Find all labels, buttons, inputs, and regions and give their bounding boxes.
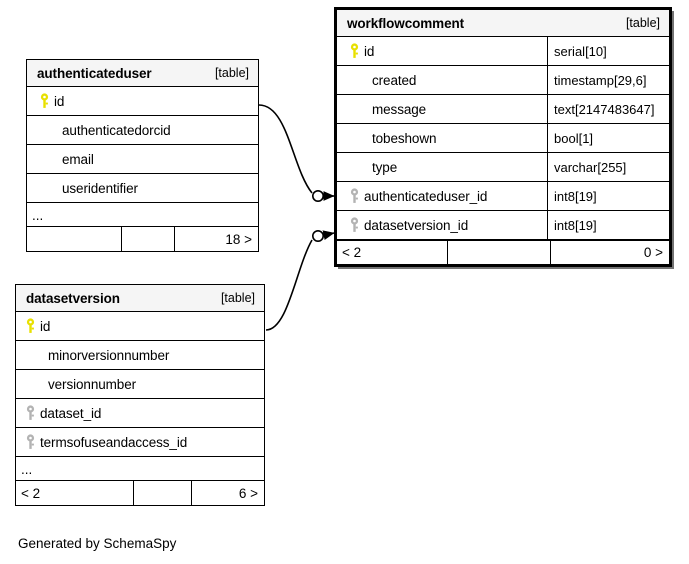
footer-right-cell[interactable]: 0 > [550, 241, 669, 264]
footer-right-cell[interactable]: 6 > [191, 481, 264, 505]
table-row[interactable]: tobeshown bool[1] [337, 124, 669, 153]
table-row[interactable]: termsofuseandaccess_id [16, 428, 264, 457]
column-label: authenticatedorcid [62, 122, 171, 138]
column-label: datasetversion_id [364, 217, 469, 233]
column-type: serial[10] [547, 37, 669, 65]
column-name-cell: type [337, 153, 547, 181]
primary-key-icon [35, 93, 54, 109]
column-type: text[2147483647] [547, 95, 669, 123]
footer-left-cell[interactable] [27, 227, 121, 251]
column-name-cell: tobeshown [337, 124, 547, 152]
table-row[interactable]: message text[2147483647] [337, 95, 669, 124]
table-tag-authenticateduser: [table] [214, 66, 249, 80]
table-footer-workflowcomment: < 2 0 > [337, 240, 669, 264]
column-type: bool[1] [547, 124, 669, 152]
edge-datasetversion-to-workflowcomment [265, 230, 335, 331]
table-title-datasetversion: datasetversion [26, 290, 120, 306]
column-name-cell: minorversionnumber [16, 341, 264, 369]
column-name-cell: message [337, 95, 547, 123]
column-label: id [54, 93, 65, 109]
table-row[interactable]: id serial[10] [337, 37, 669, 66]
column-name-cell: versionnumber [16, 370, 264, 398]
table-row[interactable]: dataset_id [16, 399, 264, 428]
table-row[interactable]: authenticateduser_id int8[19] [337, 182, 669, 211]
table-row[interactable]: email [27, 145, 258, 174]
table-authenticateduser[interactable]: authenticateduser [table] id authe [26, 59, 259, 252]
column-label: versionnumber [48, 376, 136, 392]
column-name-cell: id [16, 312, 264, 340]
foreign-key-icon [345, 217, 364, 233]
column-label: email [62, 151, 94, 167]
table-row[interactable]: versionnumber [16, 370, 264, 399]
column-name-cell: created [337, 66, 547, 94]
column-type: int8[19] [547, 211, 669, 239]
table-title-authenticateduser: authenticateduser [37, 65, 152, 81]
table-datasetversion[interactable]: datasetversion [table] id minorver [15, 284, 265, 506]
table-row[interactable]: authenticatedorcid [27, 116, 258, 145]
more-columns-indicator: ... [16, 457, 264, 481]
column-label: message [372, 101, 427, 117]
table-row[interactable]: id [27, 87, 258, 116]
table-row[interactable]: datasetversion_id int8[19] [337, 211, 669, 240]
foreign-key-icon [21, 434, 40, 450]
table-header-datasetversion: datasetversion [table] [16, 285, 264, 312]
primary-key-icon [345, 43, 364, 59]
primary-key-icon [21, 318, 40, 334]
column-label: type [372, 159, 398, 175]
table-row[interactable]: useridentifier [27, 174, 258, 203]
table-footer-datasetversion: < 2 6 > [16, 481, 264, 505]
column-label: minorversionnumber [48, 347, 170, 363]
column-name-cell: authenticateduser_id [337, 182, 547, 210]
column-label: dataset_id [40, 405, 102, 421]
column-label: authenticateduser_id [364, 188, 488, 204]
edge-authenticateduser-to-workflowcomment [258, 104, 335, 203]
column-name-cell: termsofuseandaccess_id [16, 428, 264, 456]
column-type: varchar[255] [547, 153, 669, 181]
table-footer-authenticateduser: 18 > [27, 227, 258, 251]
table-tag-workflowcomment: [table] [625, 16, 660, 30]
table-header-authenticateduser: authenticateduser [table] [27, 60, 258, 87]
footer-left-cell[interactable]: < 2 [342, 245, 362, 260]
column-type: timestamp[29,6] [547, 66, 669, 94]
table-workflowcomment[interactable]: workflowcomment [table] id serial[10] [334, 7, 672, 267]
column-label: created [372, 72, 417, 88]
table-title-workflowcomment: workflowcomment [347, 15, 465, 31]
foreign-key-icon [21, 405, 40, 421]
table-tag-datasetversion: [table] [220, 291, 255, 305]
more-columns-indicator: ... [27, 203, 258, 227]
generated-by-caption: Generated by SchemaSpy [18, 536, 177, 551]
column-name-cell: id [27, 87, 258, 115]
column-label: tobeshown [372, 130, 437, 146]
column-label: useridentifier [62, 180, 138, 196]
foreign-key-icon [345, 188, 364, 204]
column-label: id [364, 43, 375, 59]
table-row[interactable]: created timestamp[29,6] [337, 66, 669, 95]
column-type: int8[19] [547, 182, 669, 210]
footer-right-cell[interactable]: 18 > [174, 227, 258, 251]
column-label: termsofuseandaccess_id [40, 434, 188, 450]
column-name-cell: id [337, 37, 547, 65]
column-name-cell: authenticatedorcid [27, 116, 258, 144]
column-label: id [40, 318, 51, 334]
table-row[interactable]: id [16, 312, 264, 341]
column-name-cell: dataset_id [16, 399, 264, 427]
table-row[interactable]: type varchar[255] [337, 153, 669, 182]
footer-middle-cell [133, 481, 191, 505]
footer-middle-cell [447, 241, 550, 264]
footer-middle-cell [121, 227, 174, 251]
column-name-cell: useridentifier [27, 174, 258, 202]
column-name-cell: datasetversion_id [337, 211, 547, 239]
column-name-cell: email [27, 145, 258, 173]
footer-left-cell[interactable]: < 2 [21, 485, 41, 501]
table-row[interactable]: minorversionnumber [16, 341, 264, 370]
table-header-workflowcomment: workflowcomment [table] [337, 10, 669, 37]
